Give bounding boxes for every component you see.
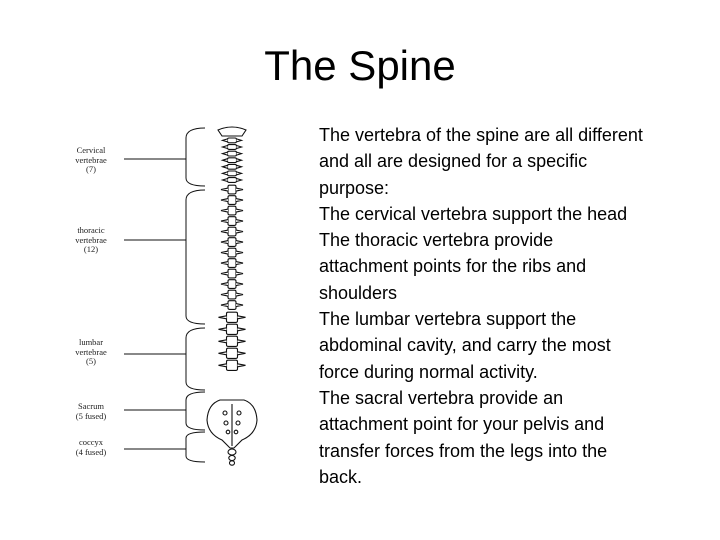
vertebra-process	[220, 261, 244, 266]
vertebra-body	[227, 258, 237, 268]
vertebral-column	[217, 126, 247, 371]
vertebra-body	[225, 323, 239, 335]
text-line: attachment point for your pelvis and	[319, 414, 605, 435]
vertebra-body	[226, 163, 238, 170]
vertebra-process	[218, 315, 246, 320]
vertebra-process	[220, 292, 244, 297]
vertebra-body	[225, 335, 239, 347]
text-line: The thoracic vertebra provide	[319, 230, 554, 251]
text-line: The sacral vertebra provide an	[319, 387, 564, 408]
label-sacrum: Sacrum (5 fused)	[75, 401, 107, 421]
text-line: The cervical vertebra support the head	[319, 203, 628, 224]
vertebra-body	[227, 247, 237, 258]
vertebra-body	[225, 347, 239, 359]
atlas-vertebra	[217, 126, 247, 137]
label-cervical: Cervical vertebrae (7)	[75, 145, 107, 174]
vertebra-body	[226, 144, 238, 150]
vertebra-process	[220, 171, 244, 176]
cervical-bracket	[185, 127, 206, 187]
thoracic-bracket	[185, 189, 206, 325]
text-line: shoulders	[319, 282, 398, 303]
text-line: attachment points for the ribs and	[319, 256, 587, 277]
sacrum-shape	[206, 399, 258, 449]
vertebra-process	[220, 240, 244, 245]
vertebra-body	[226, 157, 238, 164]
vertebra-process	[218, 363, 246, 368]
text-line: The vertebra of the spine are all differ…	[319, 125, 643, 145]
vertebra-process	[220, 138, 244, 143]
vertebra-body	[227, 300, 237, 310]
vertebra-body	[227, 226, 237, 237]
vertebra-process	[220, 219, 244, 224]
vertebra-body	[227, 205, 237, 216]
vertebra-body	[226, 177, 238, 183]
spine-illustration	[124, 126, 258, 466]
vertebra-process	[220, 151, 244, 156]
label-coccyx: coccyx (4 fused)	[75, 437, 107, 457]
vertebra-process	[220, 282, 244, 287]
vertebra-process	[218, 339, 246, 344]
vertebra-process	[220, 250, 244, 255]
vertebra-process	[220, 144, 244, 150]
lumbar-bracket	[185, 327, 206, 391]
label-thoracic: thoracic vertebrae (12)	[75, 225, 107, 254]
body-text: The vertebra of the spine are all differ…	[319, 122, 699, 490]
vertebra-body	[227, 279, 237, 289]
vertebra-process	[220, 158, 244, 163]
spine-diagram: Cervical vertebrae (7) thoracic vertebra…	[62, 118, 302, 498]
vertebra-process	[220, 164, 244, 169]
vertebra-process	[220, 198, 244, 203]
text-line: The lumbar vertebra support the	[319, 309, 577, 330]
vertebra-process	[220, 187, 244, 192]
vertebra-process	[220, 229, 244, 234]
coccyx-shape	[227, 448, 237, 466]
vertebra-body	[227, 184, 237, 195]
vertebra-process	[220, 208, 244, 213]
vertebra-process	[220, 271, 244, 276]
vertebra-body	[227, 268, 237, 279]
text-line: abdominal cavity, and carry the most	[319, 335, 611, 356]
coccyx-bracket	[185, 431, 206, 463]
vertebra-body	[225, 311, 239, 323]
vertebra-body	[226, 150, 238, 157]
vertebra-body	[227, 289, 237, 300]
text-line: transfer forces from the legs into the	[319, 440, 608, 461]
sacrum-bracket	[185, 391, 206, 431]
vertebra-body	[227, 195, 237, 205]
slide-title: The Spine	[264, 42, 456, 89]
text-line: force during normal activity.	[319, 361, 538, 382]
vertebra-body	[227, 237, 237, 247]
vertebra-process	[218, 351, 246, 356]
vertebra-body	[226, 170, 238, 177]
text-line: purpose:	[319, 177, 390, 198]
vertebra-body	[225, 359, 239, 371]
text-line: back.	[319, 466, 363, 487]
label-lumbar: lumbar vertebrae (5)	[75, 337, 107, 366]
vertebra-process	[218, 327, 246, 332]
vertebra-body	[227, 216, 237, 226]
text-line: and all are designed for a specific	[319, 151, 588, 172]
vertebra-process	[220, 177, 244, 183]
vertebra-body	[226, 137, 238, 144]
vertebra-process	[220, 303, 244, 308]
